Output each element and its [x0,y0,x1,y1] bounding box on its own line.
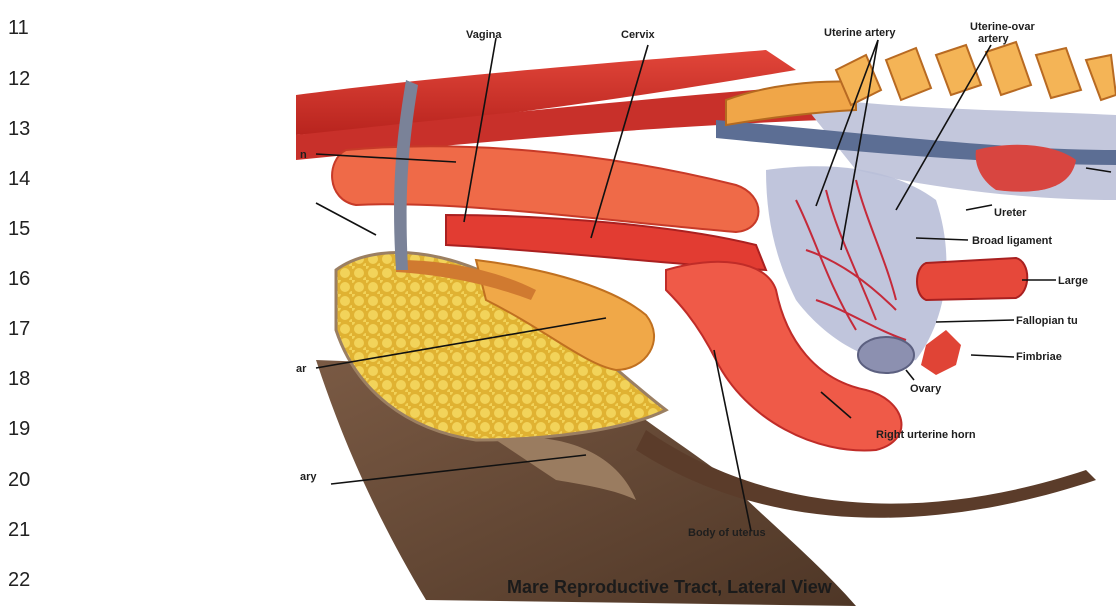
label-left-cut-3: ary [300,471,317,483]
line-number: 19 [8,418,30,441]
line-number: 11 [8,17,29,40]
figure-caption: Mare Reproductive Tract, Lateral View [507,577,833,597]
line-number: 12 [8,68,30,91]
label-left-cut-1: n [300,149,307,161]
anatomy-figure: Vagina Cervix Uterine artery Uterine-ova… [296,0,1116,606]
large-intestine [917,258,1027,300]
label-right-uterine-horn: Right urterine horn [876,429,976,441]
line-number: 21 [8,519,30,542]
label-fallopian-tube: Fallopian tu [1016,315,1078,327]
label-ureter: Ureter [994,207,1027,219]
broad-ligament [766,166,946,362]
line-number: 13 [8,118,30,141]
line-number: 16 [8,268,30,291]
label-ovary: Ovary [910,383,942,395]
label-large-intestine: Large [1058,275,1088,287]
label-broad-ligament: Broad ligament [972,235,1052,247]
line-number: 17 [8,318,30,341]
vertebrae [836,42,1116,105]
label-cervix: Cervix [621,29,656,41]
line-number-gutter: 11 12 13 14 15 16 17 18 19 20 21 22 [0,0,60,606]
label-uterine-artery: Uterine artery [824,27,896,39]
label-fimbriae: Fimbriae [1016,351,1062,363]
label-uterine-ovarian-artery-line2: artery [978,33,1009,45]
label-uterine-ovarian-artery-line1: Uterine-ovar [970,21,1036,33]
label-left-cut-2: ar [296,363,307,375]
anatomy-illustration: Vagina Cervix Uterine artery Uterine-ova… [296,0,1116,606]
ovary-shape [858,337,914,373]
line-number: 20 [8,469,30,492]
line-number: 22 [8,569,30,592]
label-body-of-uterus: Body of uterus [688,527,766,539]
line-number: 15 [8,218,30,241]
label-vagina: Vagina [466,29,502,41]
line-number: 18 [8,368,30,391]
line-number: 14 [8,168,30,191]
